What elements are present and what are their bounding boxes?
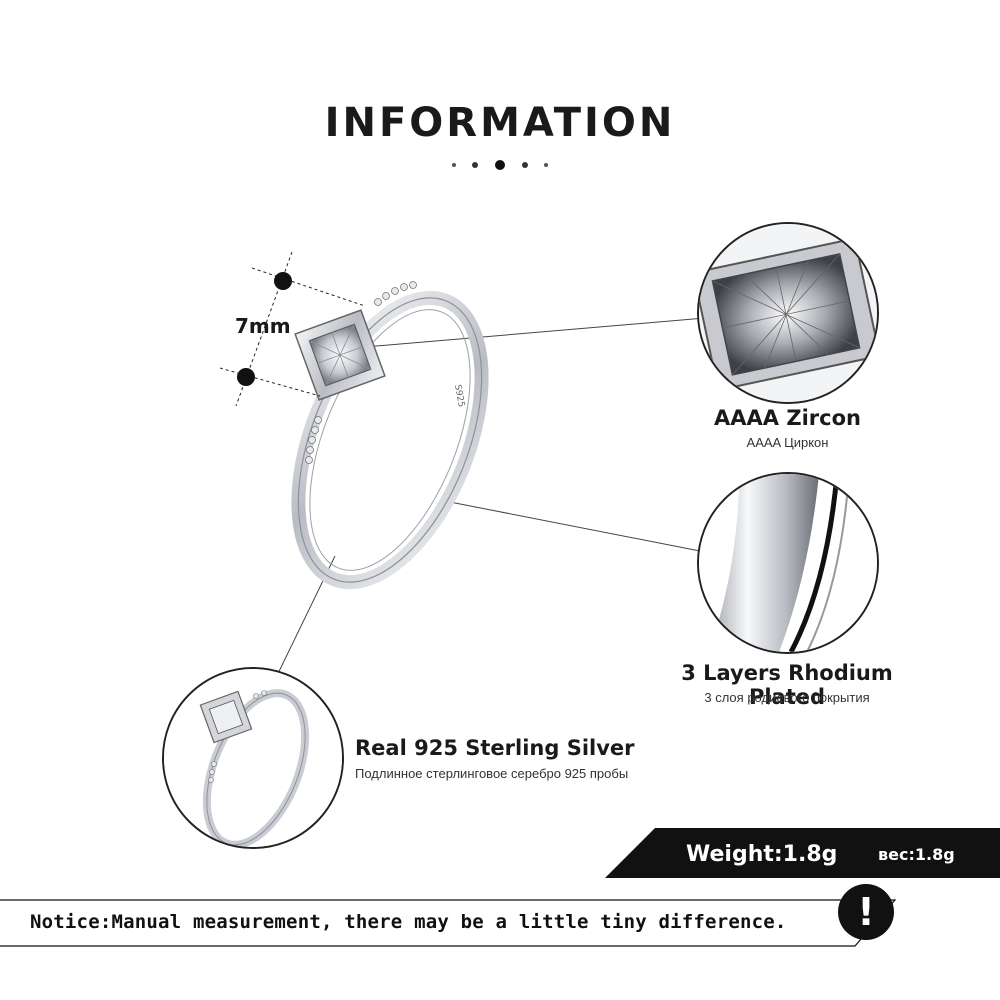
weight-label: Weight:1.8g [686,842,838,867]
weight-banner [605,828,1000,878]
notice-text: Notice:Manual measurement, there may be … [30,911,787,933]
zircon-closeup-image [699,224,877,402]
dimension-label: 7mm [235,314,291,338]
weight-label-ru: вес:1.8g [878,845,955,864]
rhodium-closeup-image [699,474,877,652]
exclamation-icon: ! [838,884,894,940]
dimension-dot-top [274,272,292,290]
silver-detail-circle [162,667,344,849]
dimension-dot-bottom [237,368,255,386]
zircon-detail-circle [697,222,879,404]
feature-subtitle-rhodium: 3 слоя родиевого покрытия [704,690,870,705]
stamp-text: S925 [452,384,466,408]
connector-line-zircon [364,317,706,348]
rhodium-detail-circle [697,472,879,654]
page-title: INFORMATION [324,100,676,146]
feature-subtitle-zircon: AAAA Циркон [746,435,829,450]
feature-title-rhodium: 3 Layers Rhodium Plated [681,661,893,709]
decorative-dots [452,160,548,170]
feature-title-silver: Real 925 Sterling Silver [355,736,635,760]
feature-subtitle-silver: Подлинное стерлинговое серебро 925 пробы [355,766,629,781]
feature-title-zircon: AAAA Zircon [714,406,861,430]
ring-bezel [294,309,386,401]
silver-ring-image [164,669,342,847]
pave-stones [305,281,417,464]
ring-band [291,290,489,590]
connector-line-rhodium [449,501,706,553]
